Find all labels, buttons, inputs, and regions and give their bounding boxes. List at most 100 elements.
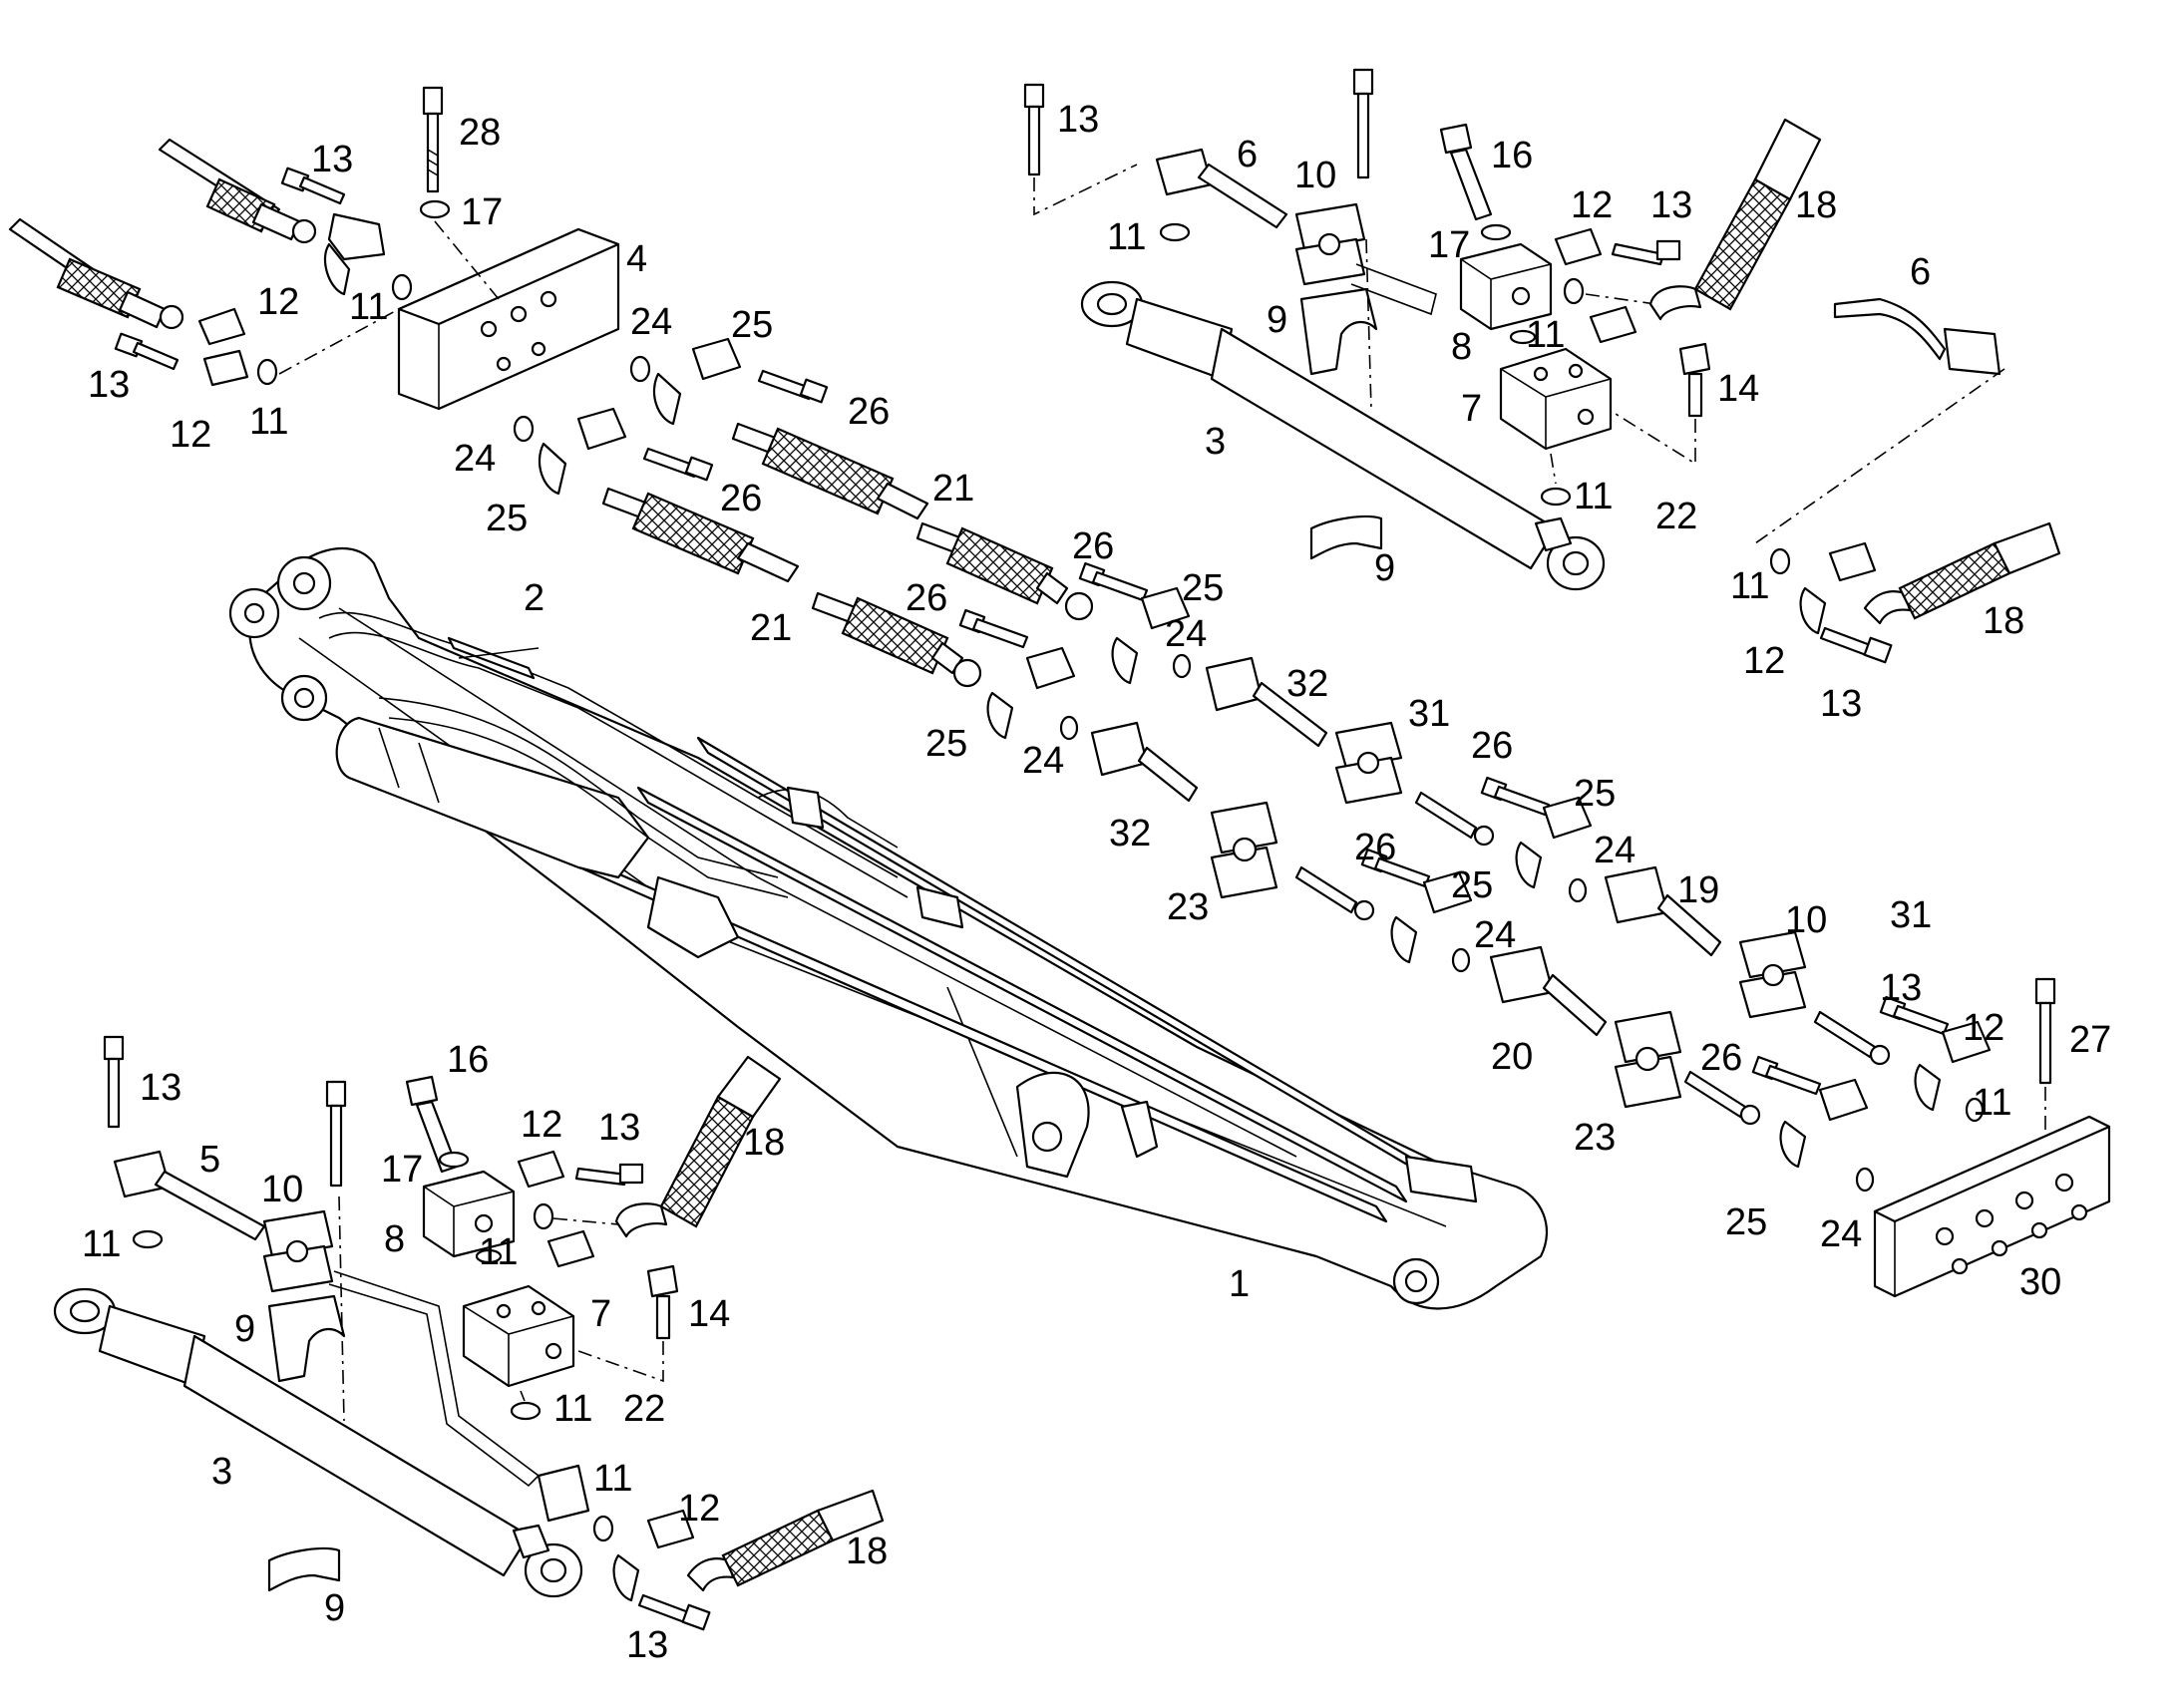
flange-half (1542, 796, 1593, 840)
line-assembly (447, 636, 540, 680)
o-ring (1965, 1097, 1985, 1123)
valve-block (1499, 347, 1613, 451)
callout-label: 14 (688, 1293, 730, 1335)
pipe (1155, 148, 1288, 229)
callout-label: 25 (1574, 773, 1616, 815)
callout-label: 26 (848, 391, 890, 433)
callout-label: 13 (1820, 683, 1862, 725)
callout-label: 6 (1237, 134, 1258, 175)
flange-half (1779, 1120, 1807, 1169)
callout-label: 9 (234, 1308, 255, 1350)
hose (686, 1489, 885, 1592)
o-ring (1769, 547, 1791, 575)
callout-label: 10 (261, 1169, 303, 1210)
screw (574, 1163, 644, 1187)
callout-label: 27 (2069, 1019, 2111, 1061)
callout-label: 9 (324, 1587, 345, 1629)
bracket (267, 1294, 346, 1383)
hose (1648, 118, 1822, 321)
valve-block (397, 227, 620, 411)
callout-label: 12 (1743, 640, 1785, 682)
callout-label: 11 (553, 1388, 592, 1430)
callout-label: 24 (1165, 613, 1207, 655)
flange-half (202, 349, 249, 387)
callout-label: 24 (1820, 1213, 1862, 1255)
screw (103, 1035, 125, 1129)
screw (637, 1593, 711, 1631)
callout-label: 11 (349, 286, 388, 328)
bolt (1352, 68, 1374, 179)
callout-label: 9 (1267, 299, 1287, 341)
callout-label: 13 (311, 139, 353, 180)
callout-label: 10 (1294, 155, 1336, 196)
screw (642, 447, 714, 482)
callout-label: 16 (1491, 135, 1533, 176)
o-ring (391, 273, 413, 301)
callout-label: 11 (1973, 1082, 2011, 1124)
callout-label: 12 (521, 1104, 562, 1146)
o-ring (1568, 877, 1588, 903)
callout-label: 30 (2019, 1261, 2061, 1303)
callout-label: 8 (1451, 326, 1472, 368)
pipe (113, 1150, 266, 1241)
cylinder (1080, 280, 1606, 591)
o-ring (533, 1202, 554, 1230)
flange-half (1941, 1020, 1992, 1064)
cylinder (53, 1287, 583, 1598)
o-ring (1540, 487, 1572, 507)
flange-half (1799, 586, 1827, 635)
o-ring (132, 1229, 164, 1249)
pipe (1350, 263, 1437, 316)
boom (228, 546, 1549, 1310)
callout-label: 23 (1574, 1117, 1616, 1159)
callout-label: 21 (750, 607, 792, 649)
o-ring (475, 1248, 503, 1264)
callout-label: 24 (1474, 914, 1516, 956)
flange-half (1111, 636, 1139, 685)
callout-label: 7 (590, 1293, 611, 1335)
o-ring (1159, 222, 1191, 242)
flange-half (539, 442, 567, 496)
clamp (1738, 930, 1807, 1019)
callout-label: 18 (1983, 600, 2024, 642)
pipe (1090, 721, 1199, 803)
bracket (1299, 287, 1378, 376)
callout-label: 26 (1072, 525, 1114, 567)
pipe (1833, 297, 2001, 376)
flange-half (1914, 1063, 1942, 1112)
screw (1023, 83, 1045, 176)
o-ring (629, 355, 651, 383)
bolt (1678, 342, 1711, 418)
callout-label: 13 (1057, 99, 1099, 141)
hose (601, 487, 800, 583)
flange-half (612, 1553, 640, 1602)
callout-label: 3 (1205, 421, 1226, 463)
o-ring (1059, 715, 1079, 741)
flange-half (653, 372, 682, 426)
clamp (1334, 721, 1403, 805)
pipe (1489, 945, 1608, 1037)
screw (1611, 239, 1681, 266)
callout-label: 13 (140, 1067, 182, 1109)
callout-label: 25 (1182, 567, 1224, 609)
screw (114, 332, 180, 371)
callout-label: 11 (1107, 216, 1146, 258)
flange-half (1818, 1078, 1869, 1122)
flange-half (1828, 541, 1877, 582)
callout-label: 26 (906, 577, 947, 619)
o-ring (1855, 1167, 1875, 1193)
callout-label: 24 (1022, 740, 1064, 782)
callout-label: 26 (720, 478, 762, 519)
callout-label: 14 (1717, 368, 1759, 410)
washer (419, 199, 451, 219)
hose (158, 138, 317, 244)
flange-half (576, 407, 627, 451)
callout-label: 13 (626, 1624, 668, 1666)
callout-label: 6 (1910, 251, 1931, 293)
valve (1459, 242, 1553, 331)
hose (1863, 521, 2061, 625)
valve-block (1873, 1115, 2111, 1298)
callout-label: 10 (1785, 899, 1827, 941)
callout-label: 24 (630, 301, 672, 343)
